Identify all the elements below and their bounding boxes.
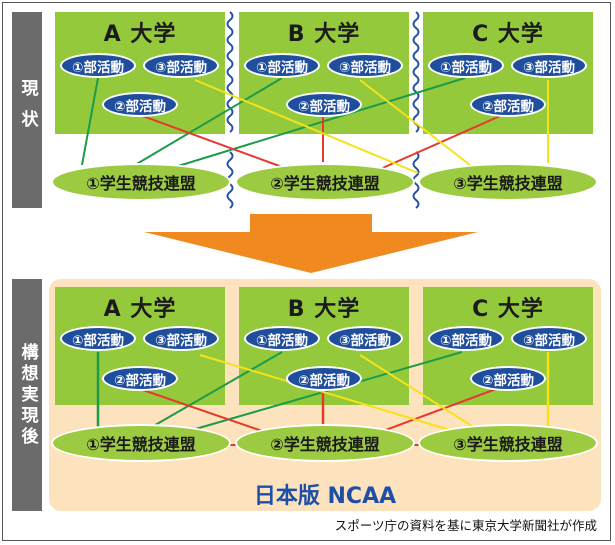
figure-frame — [2, 2, 611, 541]
club-2-a-future: ②部活動 — [102, 366, 178, 391]
university-c-title: C 大学 — [472, 297, 544, 322]
university-b-title: B 大学 — [287, 297, 361, 322]
university-a-title: A 大学 — [103, 297, 177, 322]
source-caption: スポーツ庁の資料を基に東京大学新聞社が作成 — [334, 518, 597, 533]
ncaa-label: 日本版 NCAA — [253, 484, 397, 509]
club-3-a-future: ③部活動 — [143, 326, 219, 351]
line-club3 — [359, 354, 476, 429]
line-club2 — [379, 388, 497, 433]
league-2-future: ②学生競技連盟 — [235, 424, 415, 462]
club-1-c-current: ①部活動 — [428, 53, 504, 78]
club-2-c-current: ②部活動 — [470, 92, 546, 117]
league-3-current: ③学生競技連盟 — [418, 163, 598, 201]
line-club1 — [81, 77, 99, 166]
line-club2 — [139, 388, 266, 433]
transition-arrow — [144, 214, 478, 273]
line-club3 — [194, 79, 419, 174]
line-club1 — [149, 351, 283, 429]
club-2-a-current: ②部活動 — [102, 92, 178, 117]
row-label-future: 構想実現後 — [12, 279, 42, 511]
club-3-a-current: ③部活動 — [143, 53, 219, 78]
line-club3 — [359, 79, 471, 166]
club-3-b-future: ③部活動 — [327, 326, 403, 351]
club-3-c-future: ③部活動 — [511, 326, 587, 351]
league-2-current: ②学生競技連盟 — [235, 163, 415, 201]
row-label-current-text: 現状 — [17, 79, 38, 141]
university-a-title: A 大学 — [103, 22, 177, 47]
row-label-future-text: 構想実現後 — [17, 342, 38, 448]
wavy-separator — [412, 11, 420, 133]
club-1-a-current: ①部活動 — [60, 53, 136, 78]
club-1-a-future: ①部活動 — [60, 326, 136, 351]
line-club2 — [377, 115, 501, 171]
club-1-b-future: ①部活動 — [244, 326, 320, 351]
line-club3 — [199, 354, 451, 431]
club-2-b-future: ②部活動 — [286, 366, 362, 391]
university-c-title: C 大学 — [472, 22, 544, 47]
club-3-c-current: ③部活動 — [511, 53, 587, 78]
league-1-current: ①学生競技連盟 — [51, 163, 231, 201]
club-2-b-current: ②部活動 — [286, 92, 362, 117]
league-3-future: ③学生競技連盟 — [418, 424, 598, 462]
row-label-current: 現状 — [12, 12, 42, 208]
university-b-title: B 大学 — [287, 22, 361, 47]
club-1-c-future: ①部活動 — [428, 326, 504, 351]
league-1-future: ①学生競技連盟 — [51, 424, 231, 462]
line-club2 — [139, 114, 286, 169]
club-1-b-current: ①部活動 — [244, 53, 320, 78]
line-club1 — [134, 77, 283, 166]
club-2-c-future: ②部活動 — [470, 366, 546, 391]
line-club1 — [174, 77, 466, 168]
wavy-separator — [226, 11, 234, 133]
club-3-b-current: ③部活動 — [327, 53, 403, 78]
